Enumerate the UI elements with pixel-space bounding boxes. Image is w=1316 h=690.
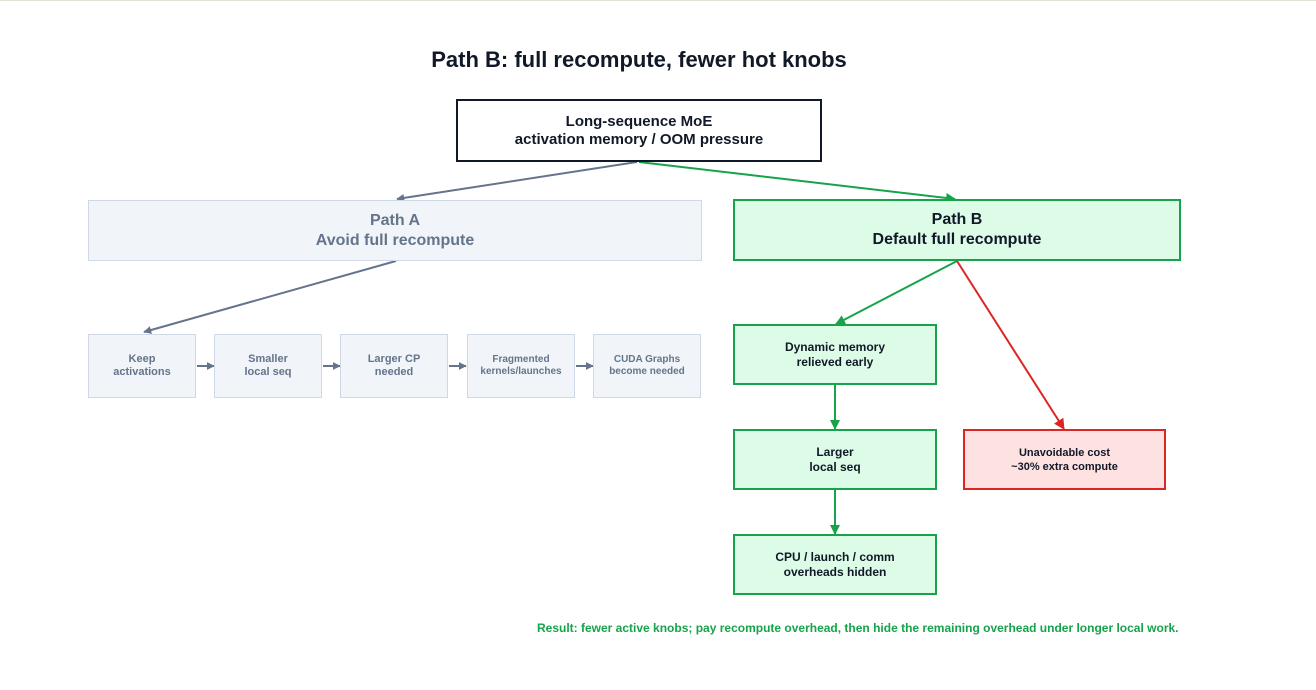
path-a-step-cuda-graphs: CUDA Graphs become needed [593, 334, 701, 398]
path-b-line1: Path B [931, 211, 983, 228]
path-a-step-fragmented-kernels: Fragmented kernels/launches [467, 334, 575, 398]
path-b-step-overheads-hidden: CPU / launch / comm overheads hidden [733, 534, 937, 595]
result-note: Result: fewer active knobs; pay recomput… [537, 621, 1179, 635]
root-node: Long-sequence MoE activation memory / OO… [456, 99, 822, 162]
path-a-step-smaller-local-seq: Smaller local seq [214, 334, 322, 398]
edge-root-to-path-b [638, 161, 956, 203]
edge-path-a-to-chain [143, 260, 397, 334]
root-line1: Long-sequence MoE [565, 112, 713, 130]
path-b-step-larger-local-seq: Larger local seq [733, 429, 937, 490]
path-a-node: Path A Avoid full recompute [88, 200, 702, 261]
path-b-node: Path B Default full recompute [733, 199, 1181, 261]
path-a-step-keep-activations: Keep activations [88, 334, 196, 398]
path-a-step-larger-cp: Larger CP needed [340, 334, 448, 398]
diagram-title: Path B: full recompute, fewer hot knobs [431, 47, 847, 72]
edge-root-to-path-a [396, 161, 638, 202]
edge-path-b-to-cost [956, 260, 1065, 430]
path-b-line2: Default full recompute [872, 231, 1042, 248]
top-divider [0, 0, 1316, 1]
path-b-step-dynamic-memory: Dynamic memory relieved early [733, 324, 937, 385]
path-a-line1: Path A [369, 211, 421, 229]
unavoidable-cost-node: Unavoidable cost ~30% extra compute [963, 429, 1166, 490]
path-a-line2: Avoid full recompute [315, 231, 475, 249]
root-line2: activation memory / OOM pressure [514, 130, 764, 148]
edge-path-b-to-dynamic [835, 260, 958, 325]
